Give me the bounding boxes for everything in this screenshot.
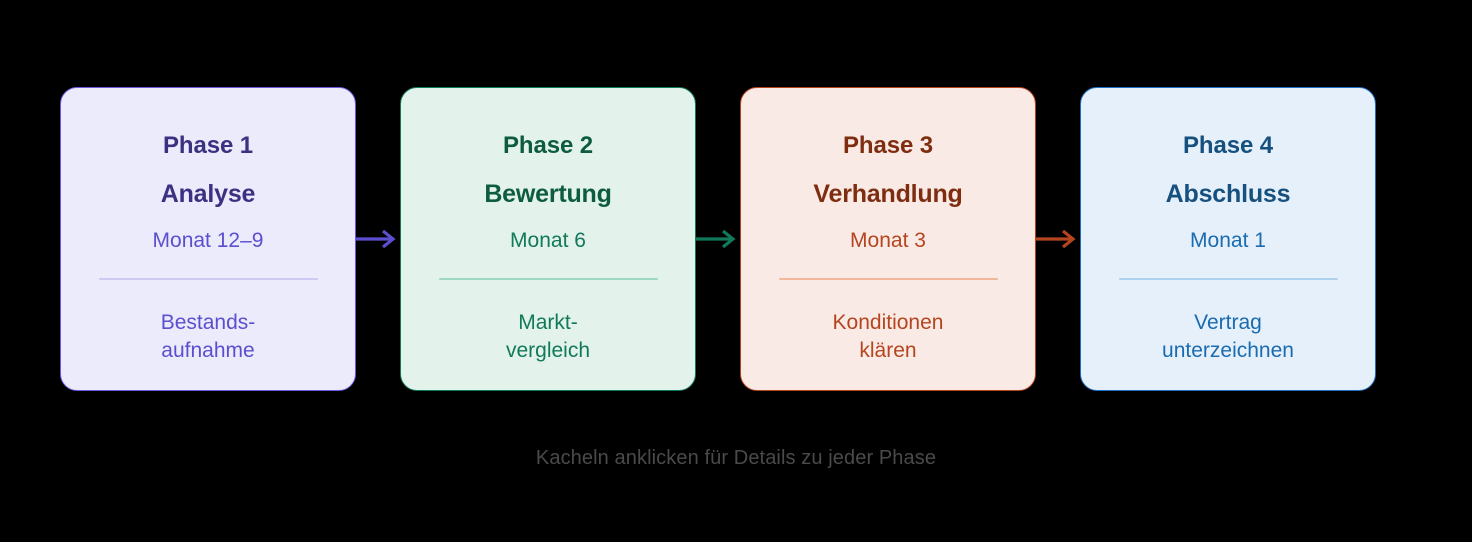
phase-4-timing: Monat 1 <box>1190 228 1266 252</box>
phase-3-timing: Monat 3 <box>850 228 926 252</box>
phase-3-description: Konditionen klären <box>832 310 944 363</box>
phase-1-divider <box>98 277 318 280</box>
phase-4-name: Abschluss <box>1165 180 1291 209</box>
phase-2-timing: Monat 6 <box>510 228 586 252</box>
phase-3-title: Phase 3 <box>842 132 934 159</box>
phase-2-name: Bewertung <box>484 180 612 209</box>
phase-4-description: Vertrag unterzeichnen <box>1162 310 1294 363</box>
arrow-phase3-to-phase4 <box>1036 226 1080 252</box>
phase-1-timing: Monat 12–9 <box>152 228 264 252</box>
phase-card-1[interactable]: Phase 1 Analyse Monat 12–9 Bestands- auf… <box>60 87 356 391</box>
phase-flow: Phase 1 Analyse Monat 12–9 Bestands- auf… <box>60 87 1376 391</box>
arrow-phase2-to-phase3 <box>696 226 740 252</box>
phase-card-3[interactable]: Phase 3 Verhandlung Monat 3 Konditionen … <box>740 87 1036 391</box>
phase-2-title: Phase 2 <box>502 132 594 159</box>
phase-1-description: Bestands- aufnahme <box>160 310 256 363</box>
phase-card-4[interactable]: Phase 4 Abschluss Monat 1 Vertrag unterz… <box>1080 87 1376 391</box>
phase-1-title: Phase 1 <box>162 132 254 159</box>
hint-caption: Kacheln anklicken für Details zu jeder P… <box>535 447 937 469</box>
arrow-phase1-to-phase2 <box>356 226 400 252</box>
phase-3-name: Verhandlung <box>813 180 963 209</box>
phase-1-name: Analyse <box>160 180 256 209</box>
phase-4-divider <box>1118 277 1338 280</box>
phase-4-title: Phase 4 <box>1182 132 1274 159</box>
phase-3-divider <box>778 277 998 280</box>
phase-card-2[interactable]: Phase 2 Bewertung Monat 6 Markt- verglei… <box>400 87 696 391</box>
phase-2-divider <box>438 277 658 280</box>
phase-2-description: Markt- vergleich <box>505 310 591 363</box>
